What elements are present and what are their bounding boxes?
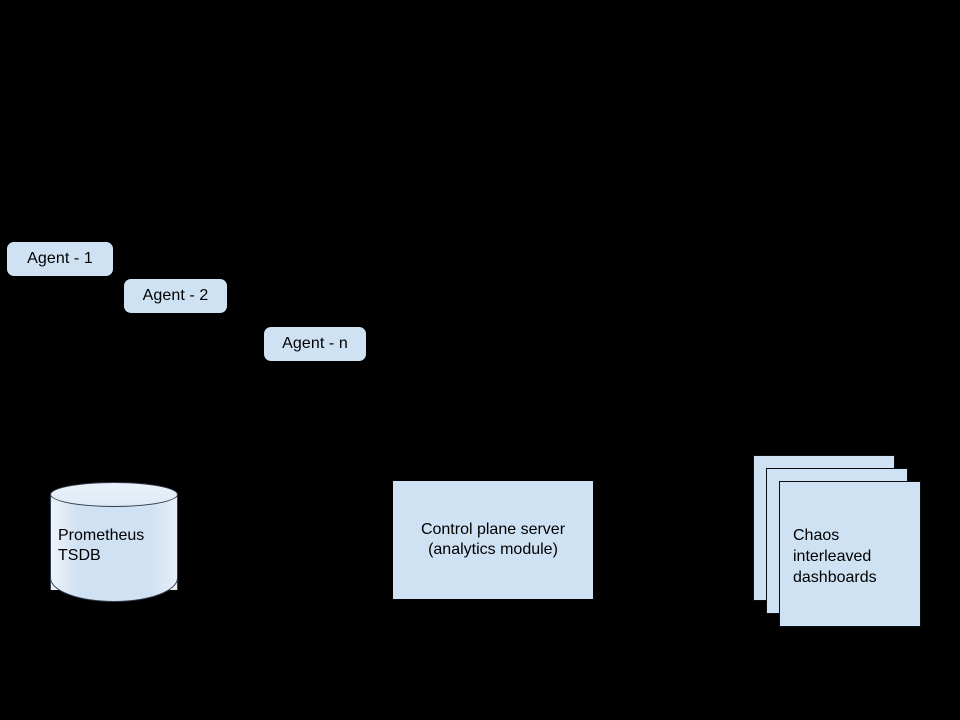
agent-node-2-label: Agent - 2	[142, 287, 209, 304]
control-plane-server-node[interactable]: Control plane server (analytics module)	[393, 481, 593, 599]
chaos-dashboards-node[interactable]: Chaos interleaved dashboards	[753, 455, 921, 627]
prometheus-tsdb-label: Prometheus TSDB	[58, 527, 145, 564]
cylinder-top-shape	[50, 482, 178, 507]
prometheus-tsdb-node[interactable]: Prometheus TSDB	[50, 482, 178, 602]
agent-node-n-label: Agent - n	[282, 335, 348, 352]
control-plane-server-label: Control plane server (analytics module)	[420, 521, 566, 558]
cylinder-bottom-shape	[50, 578, 178, 602]
connector-server-to-dashboards	[593, 530, 768, 546]
agent-node-1[interactable]: Agent - 1	[7, 242, 113, 276]
agent-node-n[interactable]: Agent - n	[264, 327, 366, 361]
cylinder-body-shape	[50, 494, 178, 590]
chaos-dashboards-label: Chaos interleaved dashboards	[793, 527, 877, 586]
agent-node-1-label: Agent - 1	[27, 250, 93, 267]
agent-node-2[interactable]: Agent - 2	[124, 279, 227, 313]
dashboard-card-front	[779, 481, 921, 627]
